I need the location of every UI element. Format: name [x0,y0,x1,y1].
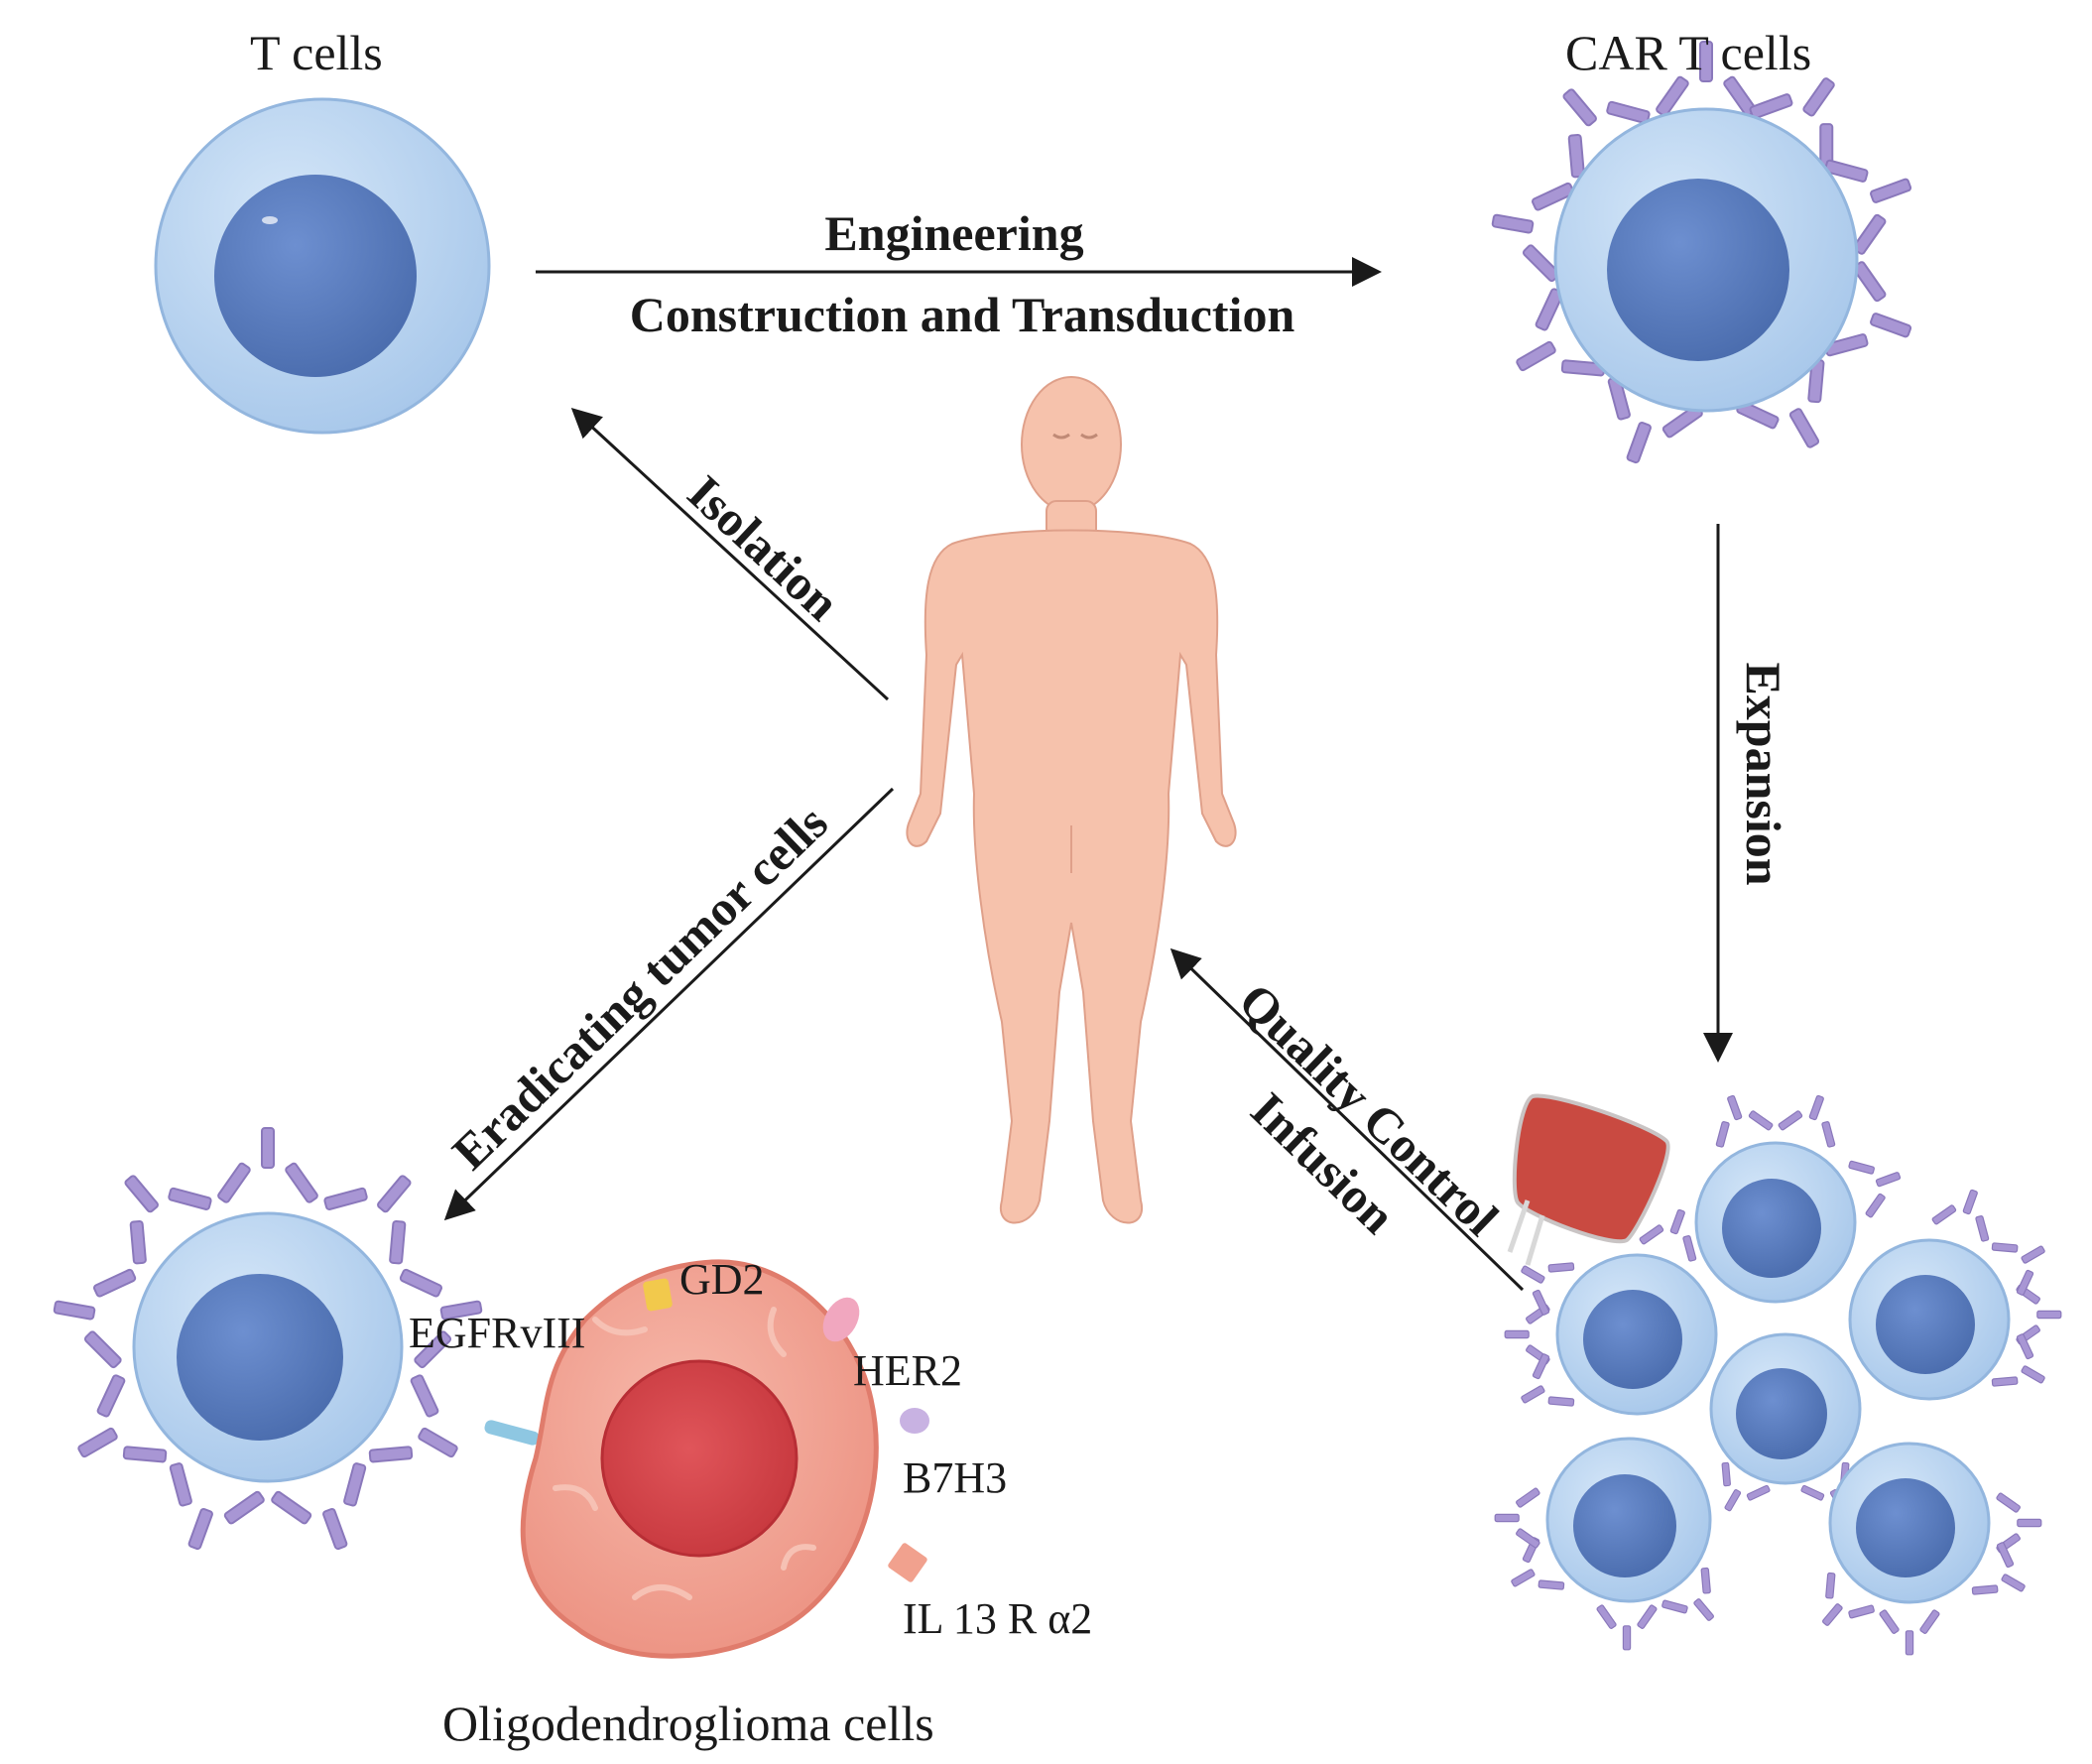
t-cell [154,97,491,435]
b7h3-antigen [900,1408,929,1434]
expansion-label: Expansion [1736,662,1791,886]
il13-label: IL 13 R α2 [903,1594,1093,1643]
cluster-cell [1545,1437,1712,1603]
cluster-cell [1555,1253,1718,1416]
il13-antigen [888,1543,927,1582]
oligodendroglioma-label: Oligodendroglioma cells [442,1696,934,1751]
cluster-cell [1709,1332,1862,1485]
car-t-cell [1483,41,1928,480]
egfr-receptor-link [484,1420,540,1446]
isolation-arrow [570,407,890,701]
cluster-cell [1828,1442,1991,1604]
her2-antigen [822,1297,860,1342]
eradication-arrow [443,787,895,1221]
expanded-car-t-cells [1494,1085,2062,1656]
egfrviii-label: EGFRvIII [409,1309,586,1357]
effector-car-t-cell [45,1127,491,1567]
construction-transduction-label: Construction and Transduction [629,287,1295,342]
infusion-arrow [1169,947,1525,1292]
b7h3-label: B7H3 [903,1453,1008,1502]
human-body-icon [906,376,1237,1224]
blood-bag-icon [1507,1093,1670,1266]
gd2-label: GD2 [679,1255,765,1304]
t-cells-label: T cells [250,25,383,80]
cluster-cell [1848,1238,2011,1401]
oligodendroglioma-cell [520,1259,929,1659]
cluster-cell [1694,1141,1857,1304]
car-t-cells-label: CAR T cells [1565,25,1812,80]
gd2-antigen [643,1278,673,1312]
engineering-label: Engineering [824,205,1084,261]
her2-label: HER2 [853,1346,962,1395]
